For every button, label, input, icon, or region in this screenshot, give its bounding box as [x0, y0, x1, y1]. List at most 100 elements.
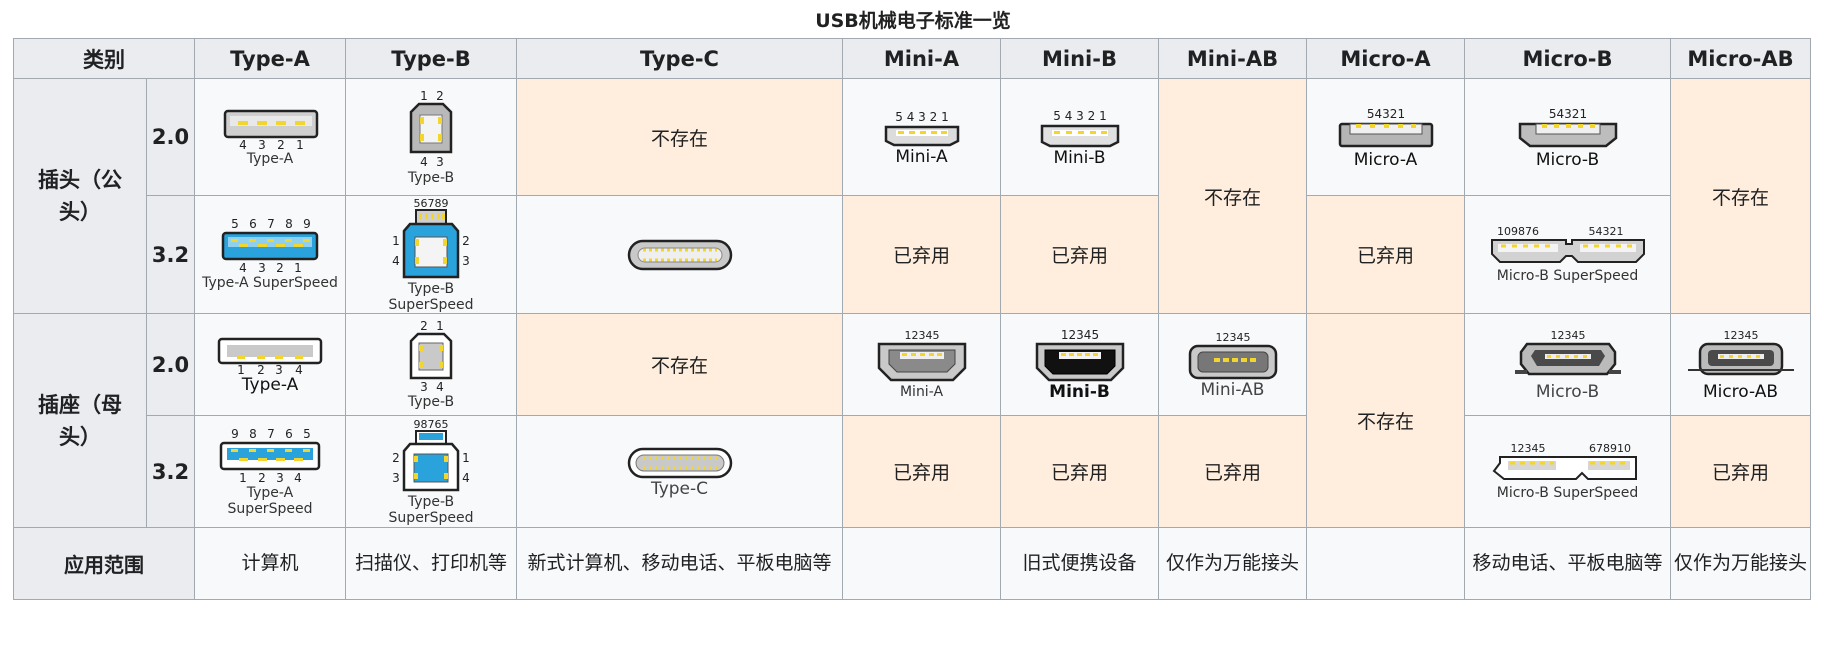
connector-label: Type-A SuperSpeed [202, 275, 338, 291]
mini-b-plug-icon: 5 4 3 2 1 [1040, 109, 1119, 147]
mini-b-receptacle-icon: 12345 [1035, 328, 1124, 382]
rec-20-micro-b: 12345 Micro-B [1464, 313, 1671, 416]
usage-mini-ab: 仅作为万能接头 [1158, 527, 1307, 600]
plug-32-micro-b: 109876 54321 Micro-B SuperSpeed [1464, 195, 1671, 314]
pin-label: 54321 [1548, 107, 1586, 121]
pin-label: 6 [249, 217, 257, 231]
pin-label: 12345 [1060, 328, 1098, 342]
row-receptacle-3-2: 3.2 9 8 7 6 5 1 2 3 4 Type-A [14, 415, 1811, 528]
plug-32-mini-a: 已弃用 [842, 195, 1001, 314]
connector-label: Micro-B SuperSpeed [1496, 268, 1639, 284]
row-usage: 应用范围 计算机 扫描仪、打印机等 新式计算机、移动电话、平板电脑等 旧式便携设… [13, 527, 1811, 600]
table-caption: USB机械电子标准一览 [815, 10, 1011, 32]
rec-32-micro-ab: 已弃用 [1670, 415, 1811, 528]
pin-label: 3 [258, 261, 266, 275]
pin-label: 4 [436, 380, 444, 394]
pin-label: 9 [231, 427, 239, 441]
group-plug: 插头（公头） [13, 78, 147, 314]
micro-b-receptacle-icon: 12345 [1514, 329, 1621, 376]
usage-micro-a [1306, 527, 1465, 600]
connector-label: Micro-B SuperSpeed [1496, 485, 1639, 501]
pin-label: 12345 [1723, 329, 1758, 342]
rec-20-mini-a: 12345 Mini-A [842, 313, 1001, 416]
pin-label: 2 [276, 261, 284, 275]
pin-label: 1 [296, 138, 304, 151]
plug-32-micro-a: 已弃用 [1306, 195, 1465, 314]
pin-label: 12345 [904, 329, 939, 342]
rec-32-type-b: 98765 2 3 1 4 Type-B SuperSpeed [345, 415, 517, 528]
pin-label: 2 [257, 363, 265, 377]
pin-label: 12345 [1550, 329, 1585, 342]
rec-32-micro-b: 12345 678910 Micro-B SuperSpeed [1464, 415, 1671, 528]
connector-label: Micro-B [1535, 149, 1600, 170]
rec-20-mini-b: 12345 Mini-B [1000, 313, 1159, 416]
pin-label: 9 [303, 217, 311, 231]
mini-a-plug-icon: 5 4 3 2 1 [884, 110, 959, 146]
pin-label: 4 [420, 155, 428, 169]
plug-32-type-c [516, 195, 843, 314]
type-a-superspeed-receptacle-icon: 9 8 7 6 5 1 2 3 4 [219, 427, 321, 485]
pin-label: 3 [436, 155, 444, 169]
connector-label: Mini-B [1049, 382, 1110, 402]
rec-20-type-a: 1 2 3 4 Type-A [194, 313, 346, 416]
type-a-plug-icon: 4 3 2 1 [223, 109, 319, 151]
version-receptacle-3-2: 3.2 [146, 415, 195, 528]
connector-label: Mini-AB [1200, 380, 1265, 400]
type-b-receptacle-icon: 2 1 3 4 [409, 319, 453, 394]
pin-label: 5 [303, 427, 311, 441]
pin-label: 2 [392, 451, 400, 465]
type-b-plug-icon: 1 2 4 3 [409, 89, 453, 169]
row-receptacle-2-0: 插座（母头） 2.0 1 2 3 4 Type-A 2 [13, 313, 1811, 528]
version-plug-3-2: 3.2 [146, 195, 195, 314]
connector-label: Micro-B [1535, 382, 1600, 402]
pin-label: 1 [239, 471, 247, 485]
pin-label: 54321 [1366, 107, 1404, 121]
plug-mini-ab: 不存在 [1158, 78, 1307, 314]
group-usage: 应用范围 [13, 527, 195, 600]
rec-32-mini-a: 已弃用 [842, 415, 1001, 528]
plug-micro-ab: 不存在 [1670, 78, 1811, 314]
connector-label: Type-A [246, 150, 294, 167]
pin-label: 7 [267, 217, 275, 231]
pin-label: 5 4 3 2 1 [1053, 109, 1106, 123]
header-micro-b: Micro-B [1464, 38, 1671, 79]
plug-20-micro-b: 54321 Micro-B [1464, 78, 1671, 196]
mini-ab-receptacle-icon: 12345 [1188, 331, 1277, 380]
plug-20-mini-a: 5 4 3 2 1 Mini-A [842, 78, 1001, 196]
pin-label: 3 [462, 254, 470, 268]
plug-32-type-b: 56789 1 4 2 3 Type-B SuperSpeed [345, 195, 517, 314]
connector-label: Type-B [407, 169, 455, 186]
micro-ab-receptacle-icon: 12345 [1687, 329, 1794, 376]
plug-32-type-a: 5 6 7 8 9 4 3 2 1 Type-A SuperSpeed [194, 195, 346, 314]
version-receptacle-2-0: 2.0 [146, 313, 195, 416]
rec-micro-a: 不存在 [1306, 313, 1465, 528]
pin-label: 1 [436, 319, 444, 333]
pin-label: 98765 [414, 418, 449, 431]
connector-label: Mini-A [899, 384, 944, 400]
type-b-superspeed-receptacle-icon: 98765 2 3 1 4 [392, 418, 470, 491]
micro-b-superspeed-plug-icon: 109876 54321 [1490, 225, 1645, 263]
plug-20-mini-b: 5 4 3 2 1 Mini-B [1000, 78, 1159, 196]
pin-label: 4 [295, 363, 303, 377]
connector-label: Type-C [650, 479, 709, 499]
usage-mini-b: 旧式便携设备 [1000, 527, 1159, 600]
pin-label: 1 [462, 451, 470, 465]
type-a-superspeed-plug-icon: 5 6 7 8 9 4 3 2 1 [221, 217, 319, 275]
header-type-a: Type-A [194, 38, 346, 79]
pin-label: 3 [420, 380, 428, 394]
pin-label: 8 [285, 217, 293, 231]
plug-20-type-a: 4 3 2 1 Type-A [194, 78, 346, 196]
connector-label: Type-B SuperSpeed [388, 280, 474, 313]
connector-label: Type-B [407, 394, 455, 410]
type-c-receptacle-icon [627, 447, 732, 479]
micro-a-plug-icon: 54321 [1338, 107, 1433, 147]
pin-label: 4 [392, 254, 400, 268]
connector-label: Type-A SuperSpeed [227, 484, 313, 517]
pin-label: 678910 [1589, 442, 1631, 455]
rec-32-type-c: Type-C [516, 415, 843, 528]
rec-20-type-c: 不存在 [516, 313, 843, 416]
usage-micro-b: 移动电话、平板电脑等 [1464, 527, 1671, 600]
header-category: 类别 [13, 38, 195, 79]
pin-label: 109876 [1497, 225, 1539, 238]
usage-mini-a [842, 527, 1001, 600]
